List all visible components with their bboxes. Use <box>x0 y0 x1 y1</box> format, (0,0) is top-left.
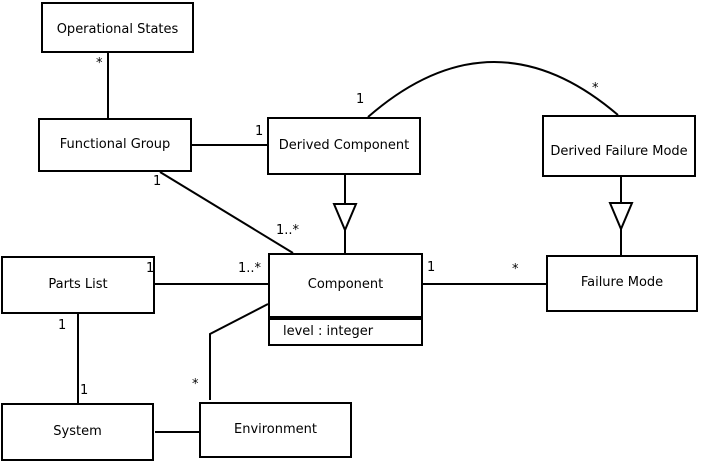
generalization-arrowhead-icon <box>332 203 358 233</box>
edge-derived-component-derived-failure-mode-arc <box>367 61 619 118</box>
node-system[interactable]: System <box>1 403 154 461</box>
attribute-text: level : integer <box>283 323 374 339</box>
node-label: Operational States <box>56 22 179 38</box>
multiplicity-label: 1..* <box>238 261 262 276</box>
multiplicity-label: 1 <box>146 261 155 276</box>
node-label: Component <box>307 277 384 293</box>
node-label: Parts List <box>48 276 108 292</box>
multiplicity-label: 1 <box>153 174 162 189</box>
node-label: Failure Mode <box>580 275 664 291</box>
node-label: Derived Component <box>278 137 410 153</box>
node-label: Environment <box>233 421 317 437</box>
multiplicity-label: * <box>96 56 103 71</box>
node-label: Derived Failure Mode <box>550 143 688 159</box>
multiplicity-label: 1 <box>58 318 67 333</box>
node-parts-list[interactable]: Parts List <box>1 256 155 314</box>
node-label: System <box>53 423 102 439</box>
multiplicity-label: 1 <box>255 124 264 139</box>
multiplicity-label: * <box>592 81 599 96</box>
edge-environment-component <box>209 303 269 400</box>
edge-functional-group-component <box>159 171 294 254</box>
node-failure-mode[interactable]: Failure Mode <box>546 255 698 312</box>
multiplicity-label: 1..* <box>276 223 300 238</box>
multiplicity-label: * <box>192 377 199 392</box>
node-derived-failure-mode[interactable]: Derived Failure Mode <box>542 115 696 177</box>
node-attribute-compartment: level : integer <box>270 316 421 344</box>
node-functional-group[interactable]: Functional Group <box>38 118 192 172</box>
generalization-arrowhead-icon <box>608 202 634 232</box>
multiplicity-label: 1 <box>80 383 89 398</box>
multiplicity-label: 1 <box>356 92 365 107</box>
node-component[interactable]: Component level : integer <box>268 253 423 346</box>
node-operational-states[interactable]: Operational States <box>41 2 194 53</box>
multiplicity-label: 1 <box>427 260 436 275</box>
node-label: Functional Group <box>59 136 171 152</box>
node-environment[interactable]: Environment <box>199 402 352 458</box>
node-derived-component[interactable]: Derived Component <box>267 117 421 175</box>
multiplicity-label: * <box>512 262 519 277</box>
